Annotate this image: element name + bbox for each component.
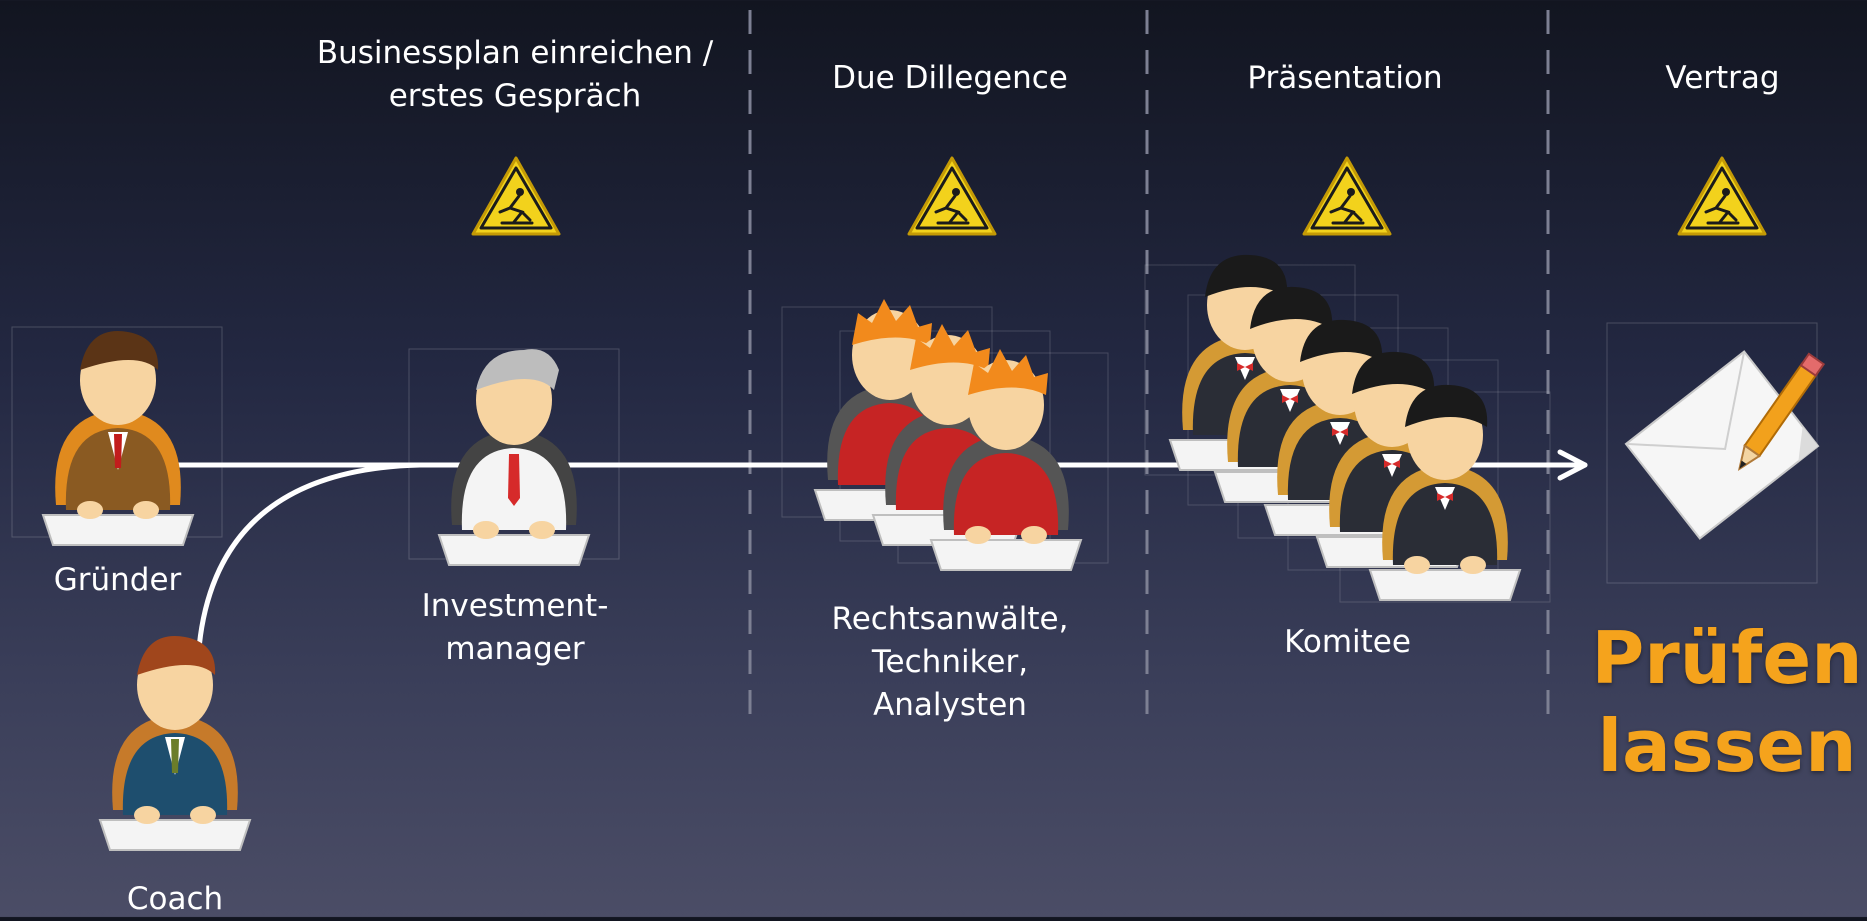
stage-title-praesentation: Präsentation: [1247, 60, 1443, 96]
role-label-investment-manager: Investment- manager: [421, 588, 609, 667]
contract-document-icon: [1606, 322, 1826, 584]
role-label-founder: Gründer: [53, 562, 182, 598]
lawyer-avatar-icon: [781, 299, 1109, 571]
cta-pruefen-lassen: Prüfen lassen: [1591, 616, 1863, 788]
role-label-lawyers: Rechtsanwälte, Techniker, Analysten: [831, 601, 1069, 723]
role-label-coach: Coach: [126, 881, 224, 917]
slip-hazard-warning-icon: [907, 156, 997, 236]
slip-hazard-warning-icon: [471, 156, 561, 236]
stage-title-due-diligence: Due Dillegence: [832, 60, 1068, 96]
founder-avatar-icon: [11, 326, 223, 546]
role-label-committee: Komitee: [1284, 624, 1411, 660]
slip-hazard-warning-icon: [1677, 156, 1767, 236]
stage-title-businessplan: Businessplan einreichen / erstes Gespräc…: [316, 35, 714, 114]
committee-avatar-icon: [1144, 254, 1551, 603]
slip-hazard-warning-icon: [1302, 156, 1392, 236]
investment-manager-avatar-icon: [408, 348, 620, 566]
stage-title-vertrag: Vertrag: [1665, 60, 1780, 96]
coach-avatar-icon: [98, 636, 252, 851]
